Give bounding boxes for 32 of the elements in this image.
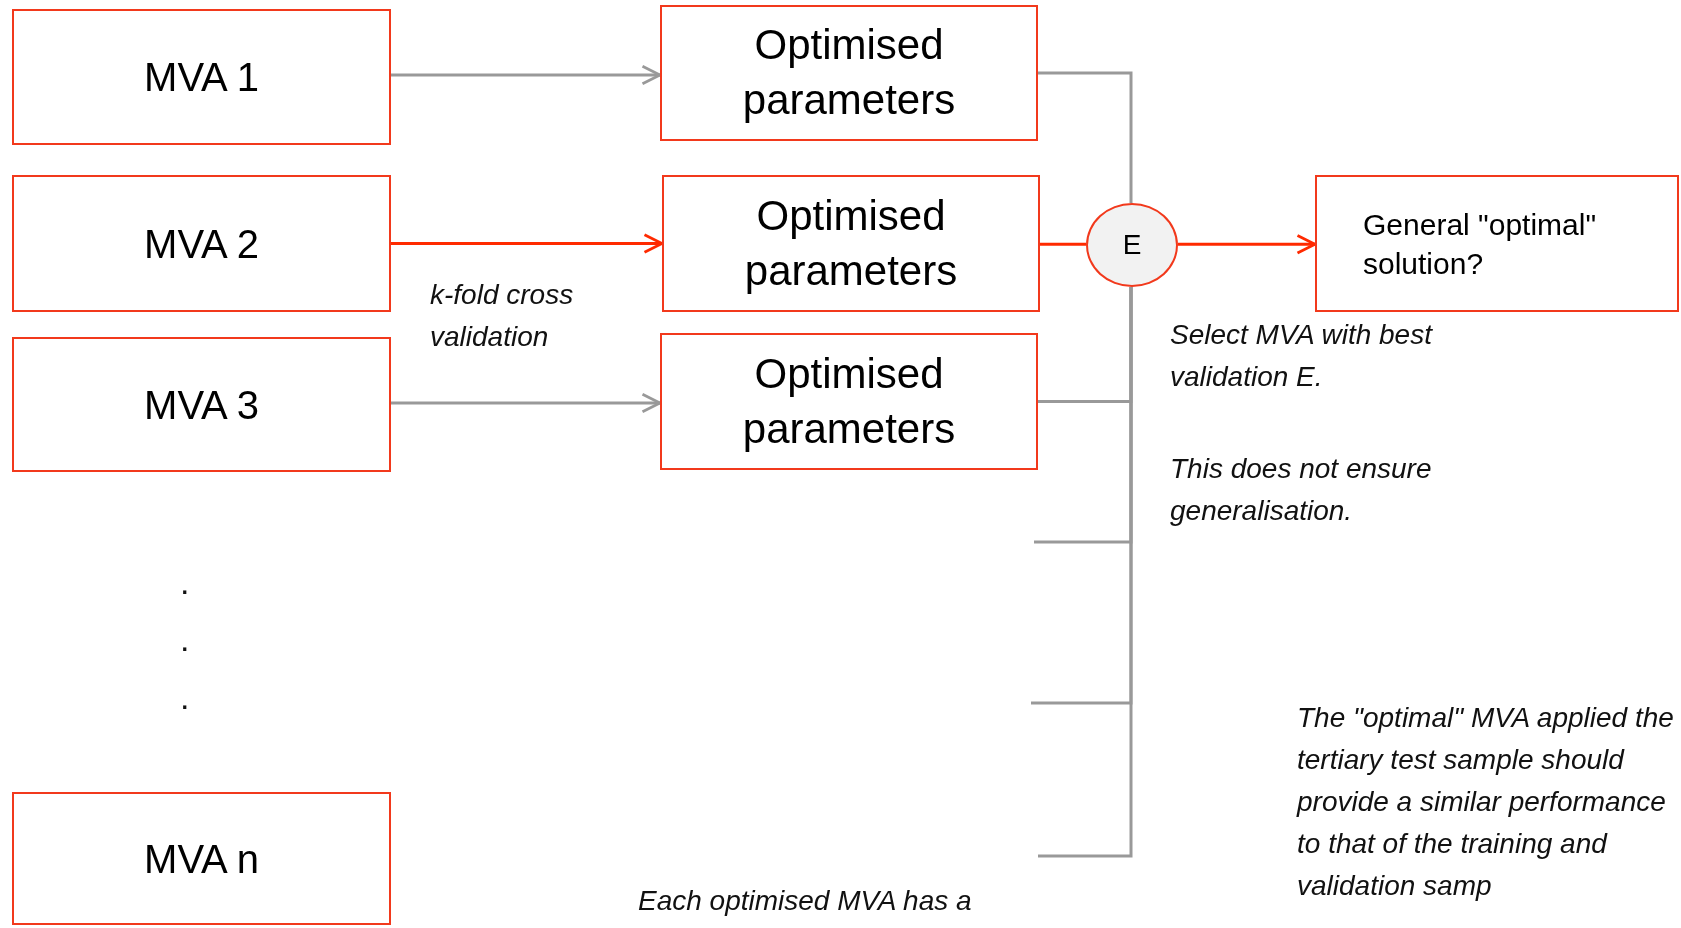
circle-label: E: [1122, 227, 1142, 262]
connector-line: [1038, 71, 1133, 203]
box-label: MVA 2: [144, 220, 259, 268]
note-text: The "optimal" MVA applied the tertiary test sample should provide a similar performance to that of the training and validation samp: [1297, 701, 1675, 903]
process-box: [660, 333, 1038, 470]
arrow: [391, 64, 662, 86]
connector-line: [1038, 287, 1133, 858]
ellipsis-dot: .: [180, 680, 191, 714]
note-text: This does not ensure generalisation.: [1170, 452, 1433, 528]
box-label: Optimised parameters: [743, 190, 959, 296]
ellipsis-dot: .: [180, 622, 191, 656]
box-label: Optimised parameters: [741, 20, 957, 125]
box-label: MVA 1: [144, 54, 259, 101]
edge-label: k-fold cross validation: [430, 278, 575, 354]
arrow: [391, 233, 664, 254]
process-box: [660, 5, 1038, 141]
process-box: [12, 792, 391, 925]
process-box: [1315, 175, 1679, 312]
box-label: MVA n: [144, 835, 259, 883]
connector-line: [1040, 242, 1086, 246]
box-label: MVA 3: [144, 381, 259, 429]
box-label: Optimised parameters: [741, 348, 957, 454]
arrow: [391, 392, 662, 414]
arrow: [1178, 234, 1317, 255]
process-box: [662, 175, 1040, 312]
note-text: Each optimised MVA has a: [638, 884, 973, 918]
ellipsis-dot: .: [180, 565, 191, 599]
box-label: General "optimal" solution?: [1363, 206, 1598, 282]
process-box: [12, 337, 391, 472]
note-text: Select MVA with best validation E.: [1170, 318, 1434, 394]
process-box: [12, 175, 391, 312]
process-box: [12, 9, 391, 145]
